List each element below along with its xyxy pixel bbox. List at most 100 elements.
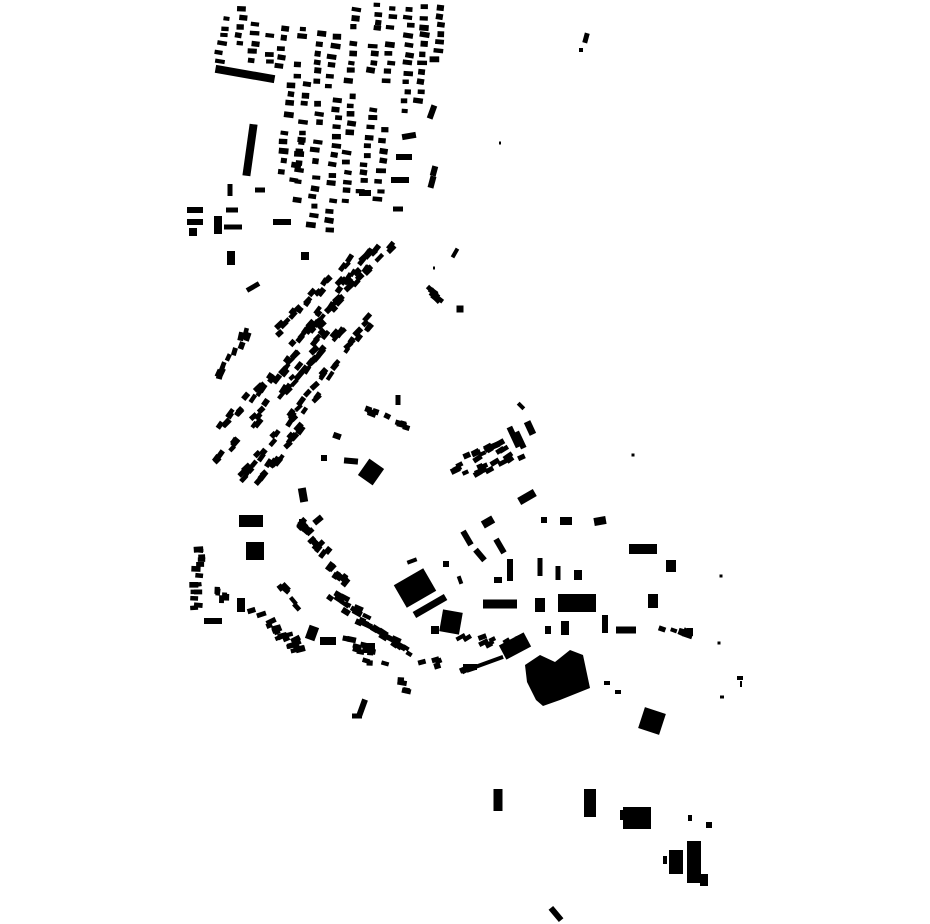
building (246, 542, 264, 560)
building (368, 114, 378, 121)
building (293, 61, 302, 68)
building (499, 141, 501, 145)
building (271, 624, 282, 632)
building (361, 612, 372, 621)
building (346, 120, 357, 127)
building (190, 589, 199, 595)
building (328, 173, 337, 178)
building (357, 256, 367, 267)
building (196, 561, 205, 567)
building (312, 514, 324, 526)
building (404, 42, 414, 48)
building (239, 515, 263, 527)
building (435, 13, 444, 21)
building (187, 219, 203, 225)
building (230, 347, 238, 357)
building (316, 30, 327, 37)
building (342, 179, 352, 186)
building (488, 636, 497, 643)
building (317, 327, 327, 337)
building (431, 656, 440, 664)
building (247, 48, 257, 54)
building (238, 14, 248, 21)
building (397, 677, 405, 684)
building (402, 59, 413, 66)
building (388, 6, 396, 11)
building (280, 34, 288, 41)
building (280, 25, 290, 32)
building (329, 328, 340, 339)
building (602, 615, 608, 633)
building (331, 571, 340, 580)
building (273, 456, 284, 467)
building (373, 25, 382, 31)
building (381, 78, 391, 84)
building (420, 40, 429, 48)
building (311, 203, 318, 209)
building (340, 576, 351, 588)
building (288, 338, 297, 348)
building (429, 56, 440, 63)
building (615, 690, 621, 694)
building (324, 216, 335, 224)
building (361, 319, 370, 328)
building (379, 157, 388, 164)
building (321, 455, 327, 461)
building (271, 373, 283, 385)
building (417, 658, 427, 666)
building (314, 50, 322, 57)
building (296, 306, 304, 315)
building (197, 557, 206, 562)
building (191, 565, 201, 572)
building (327, 61, 336, 68)
building (282, 382, 293, 394)
building (312, 175, 321, 180)
building (286, 431, 295, 441)
building (313, 317, 322, 327)
building (309, 380, 320, 391)
building (648, 594, 658, 608)
building (494, 577, 502, 583)
building (252, 417, 264, 429)
building (225, 410, 235, 420)
building (220, 417, 232, 429)
building (288, 596, 298, 606)
building (393, 206, 403, 212)
building (286, 82, 296, 89)
building (221, 26, 229, 32)
building (404, 51, 415, 59)
building (343, 169, 352, 176)
building (329, 304, 339, 313)
building (312, 139, 323, 145)
building (579, 48, 583, 52)
building (402, 32, 414, 39)
building (227, 184, 233, 196)
building (282, 362, 291, 372)
building (638, 707, 666, 735)
building (279, 319, 289, 330)
building (484, 465, 495, 475)
building (234, 32, 242, 39)
building (343, 340, 354, 351)
building (473, 467, 484, 476)
building (310, 344, 319, 354)
building (525, 650, 590, 706)
building (278, 147, 289, 155)
building (193, 546, 204, 553)
building (384, 41, 396, 49)
building (516, 401, 526, 411)
building (419, 31, 430, 39)
building (560, 517, 572, 525)
building (657, 625, 667, 633)
building (357, 618, 370, 628)
building (289, 177, 299, 183)
building (387, 60, 396, 66)
building (230, 436, 239, 446)
building (359, 169, 368, 176)
building (345, 253, 355, 264)
building (291, 349, 301, 359)
building (242, 471, 250, 480)
building (327, 563, 337, 573)
